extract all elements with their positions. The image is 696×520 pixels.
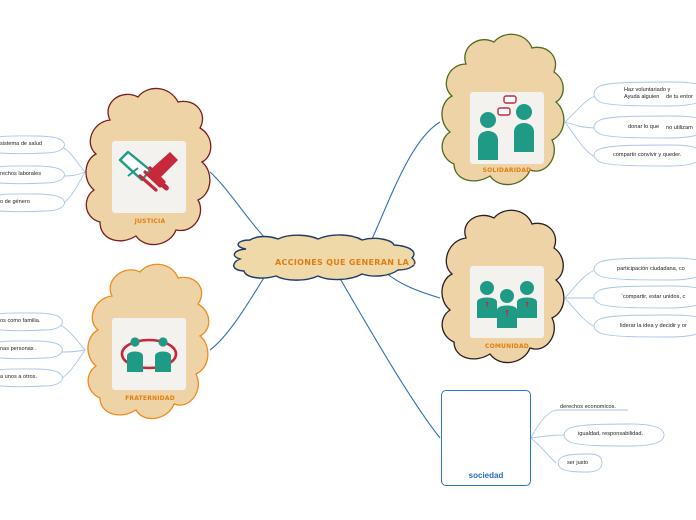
handshake-icon: [118, 150, 178, 192]
justicia-leaf-bubbles: [0, 135, 65, 213]
leaf-solidaridad-3[interactable]: compartir convivir y queder.: [613, 152, 682, 158]
sociedad-leaf-bubbles: [557, 423, 665, 473]
justicia-title[interactable]: JUSTICIA: [134, 218, 166, 225]
leaf-comunidad-3[interactable]: liderar la idea y decidir y or: [620, 323, 687, 329]
leaf-solidaridad-2b[interactable]: no utilizam: [666, 125, 693, 131]
leaf-fraternidad-1[interactable]: os como familia.: [0, 318, 41, 324]
people-circle-icon: [120, 337, 178, 372]
comunidad-leaf-bubbles: [593, 257, 696, 338]
central-connectors: [209, 121, 441, 439]
connector-fraternidad: [209, 267, 271, 351]
leaf-fraternidad-3[interactable]: a unos a otros.: [0, 374, 38, 380]
central-title[interactable]: ACCIONES QUE GENERAN LA :: [275, 258, 416, 267]
solidaridad-leaf-connectors: [564, 95, 596, 158]
connector-solidaridad: [367, 121, 441, 249]
leaf-sociedad-1[interactable]: derechos economicos.: [560, 404, 616, 410]
chat-people-icon: [478, 95, 534, 160]
leaf-fraternidad-2[interactable]: nas personas .: [0, 346, 37, 352]
leaf-sociedad-3[interactable]: ser justo: [567, 460, 589, 466]
solidaridad-leaf-bubbles: [593, 81, 696, 167]
leaf-solidaridad-2a[interactable]: donar lo que: [628, 124, 660, 130]
comunidad-leaf-connectors: [564, 269, 596, 328]
group-people-icon: [477, 281, 537, 328]
solidaridad-title[interactable]: SOLIDARIDAD: [482, 167, 532, 174]
fraternidad-leaf-bubbles: [0, 312, 63, 388]
leaf-justicia-3[interactable]: o de género: [0, 199, 30, 205]
leaf-comunidad-2[interactable]: `compartir, estar unidos, c: [621, 294, 686, 300]
leaf-justicia-1[interactable]: sistema de salud: [0, 141, 42, 147]
leaf-solidaridad-1a[interactable]: Haz voluntariado y: [624, 87, 671, 93]
leaf-justicia-2[interactable]: rechos laborales: [0, 171, 42, 177]
central-cloud: [233, 234, 416, 281]
fraternidad-title[interactable]: FRATERNIDAD: [125, 395, 175, 402]
leaf-solidaridad-1c[interactable]: de tu entor: [666, 94, 693, 100]
sociedad-node[interactable]: sociedad: [441, 390, 531, 486]
comunidad-title[interactable]: COMUNIDAD: [484, 343, 529, 350]
connector-sociedad: [337, 274, 441, 439]
sociedad-title: sociedad: [468, 471, 504, 480]
leaf-sociedad-2[interactable]: igualdad, responsabilidad.: [578, 431, 643, 437]
leaf-comunidad-1[interactable]: participación ciudadana, co: [617, 266, 685, 272]
leaf-solidaridad-1b[interactable]: Ayuda alguien: [624, 94, 660, 100]
connector-comunidad: [384, 271, 441, 299]
sociedad-leaf-connectors: [530, 409, 566, 464]
